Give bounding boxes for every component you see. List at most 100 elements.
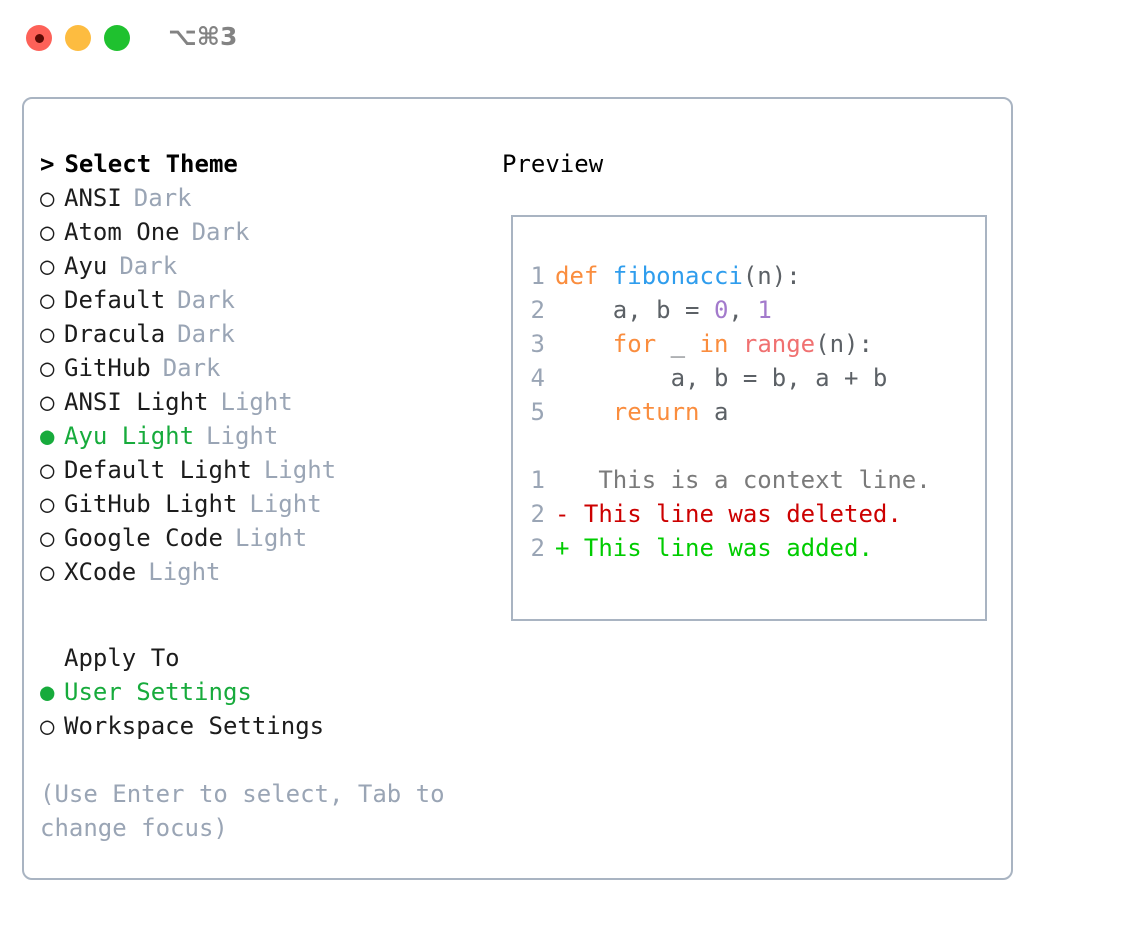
theme-label: Ayu Light bbox=[64, 422, 195, 450]
theme-option-github-dark[interactable]: ○ GitHub Dark bbox=[40, 351, 480, 385]
radio-unselected-icon: ○ bbox=[40, 286, 55, 314]
theme-label: GitHub Light bbox=[64, 490, 238, 518]
theme-option-github-light[interactable]: ○ GitHub Light Light bbox=[40, 487, 480, 521]
radio-unselected-icon: ○ bbox=[40, 388, 55, 416]
window-title: ⌥⌘3 bbox=[168, 22, 238, 51]
code-token-plain bbox=[555, 330, 613, 358]
theme-variant: Dark bbox=[162, 354, 221, 382]
theme-label: Dracula bbox=[64, 320, 166, 348]
code-token-keyword: def bbox=[555, 262, 613, 290]
radio-selected-icon: ● bbox=[40, 422, 55, 450]
theme-variant: Light bbox=[234, 524, 308, 552]
apply-to-label: User Settings bbox=[64, 678, 252, 706]
theme-option-ansi-light[interactable]: ○ ANSI Light Light bbox=[40, 385, 480, 419]
theme-option-ayu-light[interactable]: ● Ayu Light Light bbox=[40, 419, 480, 453]
theme-option-xcode[interactable]: ○ XCode Light bbox=[40, 555, 480, 589]
theme-label: Google Code bbox=[64, 524, 223, 552]
theme-variant: Light bbox=[148, 558, 221, 586]
apply-to-header: Apply To bbox=[64, 644, 180, 672]
radio-unselected-icon: ○ bbox=[40, 490, 55, 518]
code-token-plain bbox=[555, 398, 613, 426]
code-token-plain: a, b = b, a + b bbox=[555, 364, 888, 392]
radio-unselected-icon: ○ bbox=[40, 252, 55, 280]
line-number: 4 bbox=[530, 364, 545, 392]
radio-unselected-icon: ○ bbox=[40, 456, 55, 484]
caret-icon: > bbox=[40, 150, 55, 178]
code-token-keyword: for bbox=[612, 330, 657, 358]
line-number: 1 bbox=[530, 262, 545, 290]
theme-variant: Light bbox=[263, 456, 337, 484]
radio-unselected-icon: ○ bbox=[40, 354, 55, 382]
code-token-plain: _ bbox=[656, 330, 700, 358]
radio-unselected-icon: ○ bbox=[40, 184, 55, 212]
theme-option-default-dark[interactable]: ○ Default Dark bbox=[40, 283, 480, 317]
code-token-plain: a bbox=[699, 398, 729, 426]
apply-to-option-workspace-settings[interactable]: ○Workspace Settings bbox=[40, 709, 480, 743]
radio-unselected-icon: ○ bbox=[40, 320, 55, 348]
code-line: 1 def fibonacci(n): bbox=[523, 259, 983, 293]
diff-line-added: 2+ This line was added. bbox=[523, 531, 983, 565]
diff-text: This line was added. bbox=[569, 534, 873, 562]
code-line: 4 a, b = b, a + b bbox=[523, 361, 983, 395]
code-token-plain: a, b = bbox=[555, 296, 714, 324]
code-token-plain bbox=[728, 330, 742, 358]
theme-option-ansi-dark[interactable]: ○ ANSI Dark bbox=[40, 181, 480, 215]
radio-unselected-icon: ○ bbox=[40, 524, 55, 552]
diff-marker: + bbox=[555, 534, 570, 562]
close-button-icon[interactable] bbox=[26, 25, 52, 51]
radio-unselected-icon: ○ bbox=[40, 712, 55, 740]
theme-variant: Dark bbox=[119, 252, 178, 280]
section-spacer bbox=[40, 589, 480, 641]
apply-to-option-user-settings[interactable]: ● User Settings bbox=[40, 675, 480, 709]
keyboard-hint-text: (Use Enter to select, Tab to change focu… bbox=[40, 780, 445, 842]
radio-unselected-icon: ○ bbox=[40, 558, 55, 586]
code-token-keyword: in bbox=[699, 330, 729, 358]
theme-label: XCode bbox=[64, 558, 137, 586]
code-token-function: fibonacci bbox=[612, 262, 743, 290]
theme-option-dracula-dark[interactable]: ○ Dracula Dark bbox=[40, 317, 480, 351]
theme-label: ANSI Light bbox=[64, 388, 209, 416]
preview-box: 1 def fibonacci(n): 2 a, b = 0, 1 3 for _… bbox=[511, 215, 987, 621]
diff-marker: - bbox=[555, 500, 570, 528]
diff-text: This line was deleted. bbox=[569, 500, 902, 528]
recording-indicator-icon bbox=[34, 33, 44, 43]
theme-label: Default bbox=[64, 286, 166, 314]
theme-variant: Light bbox=[249, 490, 322, 518]
minimize-button-icon[interactable] bbox=[65, 25, 91, 51]
diff-line-deleted: 2- This line was deleted. bbox=[523, 497, 983, 531]
line-number: 5 bbox=[530, 398, 545, 426]
traffic-lights bbox=[26, 25, 130, 51]
zoom-button-icon[interactable] bbox=[104, 25, 130, 51]
theme-variant: Dark bbox=[177, 320, 235, 348]
line-number: 1 bbox=[530, 466, 545, 494]
code-token-call: range bbox=[742, 330, 816, 358]
theme-variant: Dark bbox=[177, 286, 235, 314]
line-number: 3 bbox=[530, 330, 545, 358]
radio-selected-icon: ● bbox=[40, 678, 55, 706]
radio-unselected-icon: ○ bbox=[40, 218, 55, 246]
code-token-number: 1 bbox=[757, 296, 772, 324]
select-theme-label: Select Theme bbox=[64, 150, 238, 178]
title-bar: ⌥⌘3 bbox=[0, 0, 1140, 78]
diff-spacer bbox=[523, 429, 983, 463]
theme-variant: Dark bbox=[133, 184, 192, 212]
diff-line-context: 1 This is a context line. bbox=[523, 463, 983, 497]
code-sample: 1 def fibonacci(n): 2 a, b = 0, 1 3 for _… bbox=[523, 259, 983, 565]
code-line: 3 for _ in range(n): bbox=[523, 327, 983, 361]
theme-variant: Light bbox=[206, 422, 279, 450]
diff-marker bbox=[555, 466, 569, 494]
theme-label: GitHub bbox=[64, 354, 151, 382]
theme-label: ANSI bbox=[64, 184, 122, 212]
code-token-punct: (n): bbox=[742, 262, 801, 290]
diff-text: This is a context line. bbox=[569, 466, 931, 494]
code-line: 2 a, b = 0, 1 bbox=[523, 293, 983, 327]
theme-variant: Light bbox=[220, 388, 293, 416]
theme-option-google-code[interactable]: ○ Google Code Light bbox=[40, 521, 480, 555]
